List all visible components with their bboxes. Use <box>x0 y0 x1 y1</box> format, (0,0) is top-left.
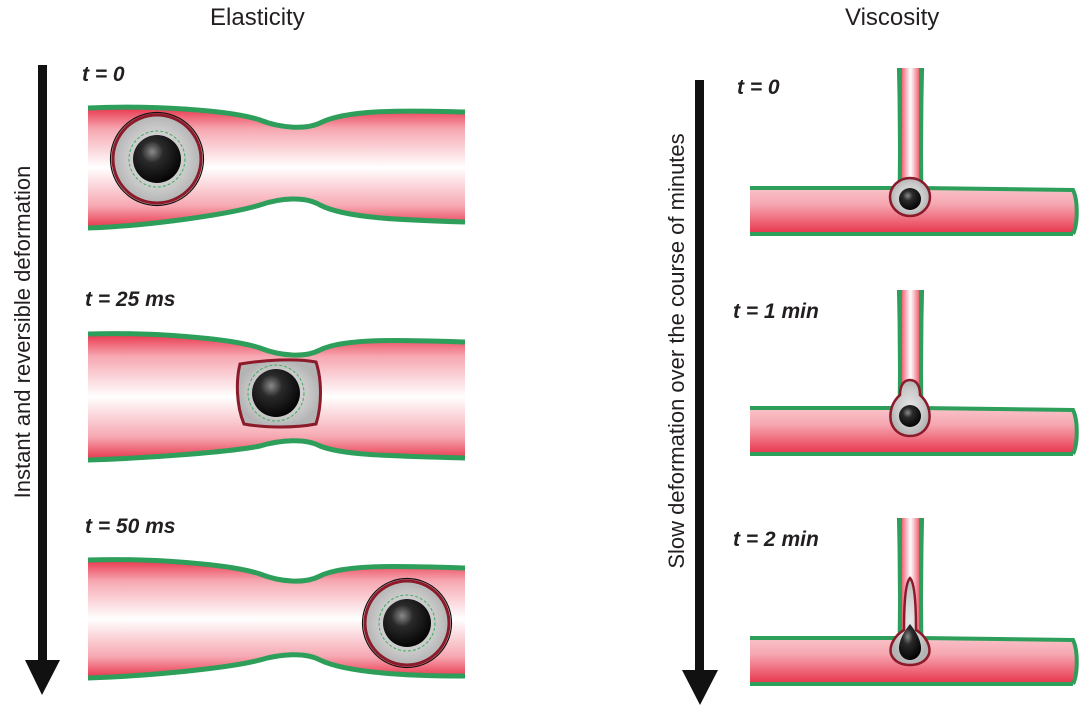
viscosity-junction-t1 <box>750 290 1079 456</box>
elasticity-title: Elasticity <box>210 4 305 31</box>
elasticity-time-50ms: t = 50 ms <box>85 515 176 538</box>
viscosity-junction-t2 <box>750 518 1079 686</box>
elasticity-vessel-t0 <box>87 104 466 231</box>
elasticity-time-arrow <box>25 65 60 695</box>
elasticity-time-25ms: t = 25 ms <box>85 288 176 311</box>
elasticity-vessel-t25 <box>87 331 466 463</box>
viscosity-junction-t0 <box>750 68 1079 236</box>
viscosity-time-arrow <box>682 80 718 705</box>
viscosity-time-1min: t = 1 min <box>733 300 819 323</box>
viscosity-time-0: t = 0 <box>737 76 780 99</box>
elasticity-vessel-t50 <box>87 557 466 681</box>
elasticity-time-0: t = 0 <box>82 63 125 86</box>
viscosity-time-2min: t = 2 min <box>733 528 819 551</box>
viscosity-title: Viscosity <box>845 4 940 31</box>
